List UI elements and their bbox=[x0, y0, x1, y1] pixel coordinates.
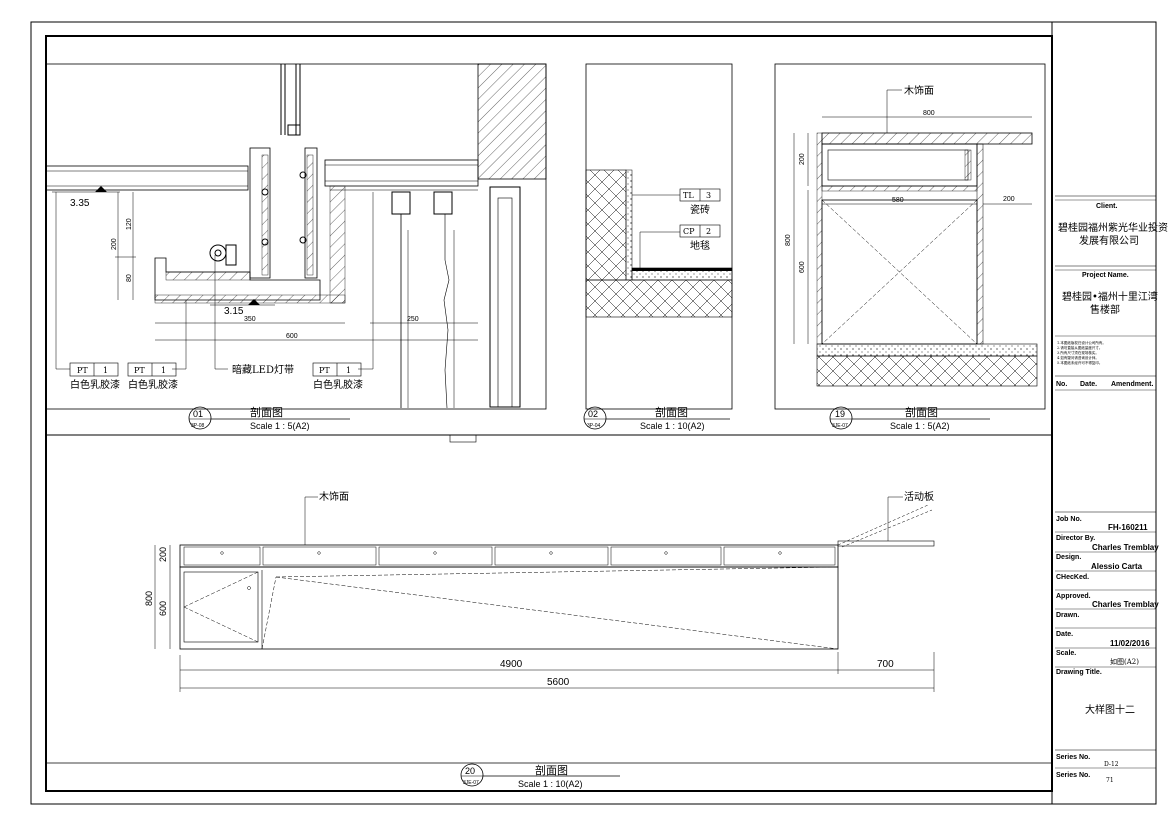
tag-cp-code: CP bbox=[683, 227, 695, 236]
job-no-value: FH-160211 bbox=[1108, 523, 1148, 532]
dim-4900: 4900 bbox=[500, 659, 523, 670]
note-4: 4.如有疑问请咨询设计师。 bbox=[1057, 355, 1099, 360]
scale-value: 如图(A2) bbox=[1110, 657, 1139, 666]
view-19-scale: Scale 1 : 5(A2) bbox=[890, 421, 950, 431]
drawn-label: Drawn. bbox=[1056, 612, 1079, 619]
view-20-ref: 3JE-07 bbox=[463, 780, 479, 786]
tag-1-num: 1 bbox=[103, 366, 108, 375]
tag-1-label: 白色乳胶漆 bbox=[70, 378, 120, 391]
series-no-label-1: Series No. bbox=[1056, 754, 1090, 761]
amendment-header: Amendment. bbox=[1111, 381, 1153, 388]
dim-120: 120 bbox=[126, 218, 133, 230]
dim-200-left: 200 bbox=[799, 153, 806, 165]
dim-250: 250 bbox=[407, 316, 419, 323]
detail-19: 800 200 580 200 800 600 木饰面 19 3JE-07 剖面… bbox=[774, 63, 1046, 431]
project-name-line2: 售楼部 bbox=[1090, 303, 1120, 316]
detail-01: 3.35 3.15 120 200 80 350 600 250 bbox=[45, 63, 547, 431]
detail-19-frame bbox=[774, 63, 1046, 410]
view-01-number: 01 bbox=[193, 409, 203, 419]
view-19-number: 19 bbox=[835, 409, 845, 419]
detail-02: TL 3 瓷砖 CP 2 地毯 02 3P-04 剖面图 Scale 1 : 1… bbox=[583, 63, 733, 431]
dim-580: 580 bbox=[892, 197, 904, 204]
date-header: Date. bbox=[1080, 381, 1097, 388]
dim-600-left: 600 bbox=[799, 261, 806, 273]
view-20-title: 剖面图 bbox=[535, 763, 568, 777]
director-value: Charles Tremblay bbox=[1092, 543, 1159, 552]
view-02-scale: Scale 1 : 10(A2) bbox=[640, 421, 705, 431]
dim-800-left: 800 bbox=[785, 234, 792, 246]
dim-600-v: 600 bbox=[158, 601, 168, 616]
dim-700: 700 bbox=[877, 659, 894, 670]
concrete-wall bbox=[477, 63, 547, 180]
finish-label-19: 木饰面 bbox=[904, 84, 934, 97]
series-no-value-2: 71 bbox=[1106, 777, 1114, 784]
dim-200-right: 200 bbox=[1003, 196, 1015, 203]
project-name-line1: 碧桂园•福州十里江湾 bbox=[1062, 290, 1158, 303]
job-no-label: Job No. bbox=[1056, 516, 1082, 523]
view-02-number: 02 bbox=[588, 409, 598, 419]
drawing-title-value: 大样图十二 bbox=[1085, 703, 1135, 716]
detail-20: 木饰面 活动板 200 800 600 4900 700 5600 20 3JE… bbox=[46, 490, 1052, 789]
design-label: Design. bbox=[1056, 554, 1081, 561]
view-01-ref: 3P-08 bbox=[191, 423, 205, 429]
tag-cp-label: 地毯 bbox=[690, 239, 710, 252]
level-3.35: 3.35 bbox=[70, 198, 90, 209]
client-name-line1: 碧桂园福州紫光华业投资 bbox=[1058, 221, 1168, 234]
movable-panel-label: 活动板 bbox=[904, 490, 934, 503]
dim-600: 600 bbox=[286, 333, 298, 340]
approved-value: Charles Tremblay bbox=[1092, 600, 1159, 609]
view-19-title: 剖面图 bbox=[905, 405, 938, 419]
checked-label: CHecKed. bbox=[1056, 574, 1089, 581]
tag-3-num: 1 bbox=[346, 366, 351, 375]
tag-3-label: 白色乳胶漆 bbox=[313, 378, 363, 391]
note-1: 1.本图纸版权归设计公司所有。 bbox=[1057, 340, 1106, 345]
view-01-scale: Scale 1 : 5(A2) bbox=[250, 421, 310, 431]
dim-800-top: 800 bbox=[923, 110, 935, 117]
dim-350: 350 bbox=[244, 316, 256, 323]
tag-3-code: PT bbox=[319, 366, 330, 375]
drawing-title-label: Drawing Title. bbox=[1056, 669, 1102, 676]
tag-tl-label: 瓷砖 bbox=[690, 203, 710, 216]
client-header: Client. bbox=[1096, 203, 1117, 210]
dim-800-v: 800 bbox=[144, 591, 154, 606]
sheet-outer-border bbox=[30, 21, 1157, 805]
view-01-title: 剖面图 bbox=[250, 405, 283, 419]
finish-label-20: 木饰面 bbox=[319, 490, 349, 503]
view-02-ref: 3P-04 bbox=[587, 423, 601, 429]
dim-5600: 5600 bbox=[547, 677, 570, 688]
view-20-number: 20 bbox=[465, 766, 475, 776]
director-label: Director By. bbox=[1056, 535, 1095, 542]
tag-1-code: PT bbox=[77, 366, 88, 375]
tag-2-code: PT bbox=[134, 366, 145, 375]
tag-cp-num: 2 bbox=[706, 227, 711, 236]
dim-200-v: 200 bbox=[158, 547, 168, 562]
note-5: 5.本图纸未经许可不得复印。 bbox=[1057, 360, 1102, 365]
client-name-line2: 发展有限公司 bbox=[1079, 234, 1139, 247]
date-label: Date. bbox=[1056, 631, 1073, 638]
led-label: 暗藏LED灯带 bbox=[232, 363, 294, 376]
tag-2-label: 白色乳胶漆 bbox=[128, 378, 178, 391]
level-3.15: 3.15 bbox=[224, 306, 244, 317]
series-no-value-1: D-12 bbox=[1104, 761, 1119, 768]
dim-80: 80 bbox=[126, 274, 133, 282]
tag-2-num: 1 bbox=[161, 366, 166, 375]
view-19-ref: 3JE-07 bbox=[832, 423, 848, 429]
date-value: 11/02/2016 bbox=[1110, 639, 1150, 648]
series-no-label-2: Series No. bbox=[1056, 772, 1090, 779]
no-header: No. bbox=[1056, 381, 1067, 388]
view-02-title: 剖面图 bbox=[655, 405, 688, 419]
scale-label: Scale. bbox=[1056, 650, 1076, 657]
design-value: Alessio Carta bbox=[1091, 562, 1143, 571]
note-2: 2.请勿直接从图纸量度尺寸。 bbox=[1057, 345, 1102, 350]
title-block: Client. 碧桂园福州紫光华业投资 发展有限公司 Project Name.… bbox=[1055, 195, 1168, 784]
dim-200: 200 bbox=[111, 238, 118, 250]
project-header: Project Name. bbox=[1082, 272, 1129, 279]
tag-tl-code: TL bbox=[683, 191, 694, 200]
view-20-scale: Scale 1 : 10(A2) bbox=[518, 779, 583, 789]
tag-tl-num: 3 bbox=[706, 191, 711, 200]
note-3: 3.所有尺寸须在现场核实。 bbox=[1057, 350, 1099, 355]
approved-label: Approved. bbox=[1056, 593, 1091, 600]
